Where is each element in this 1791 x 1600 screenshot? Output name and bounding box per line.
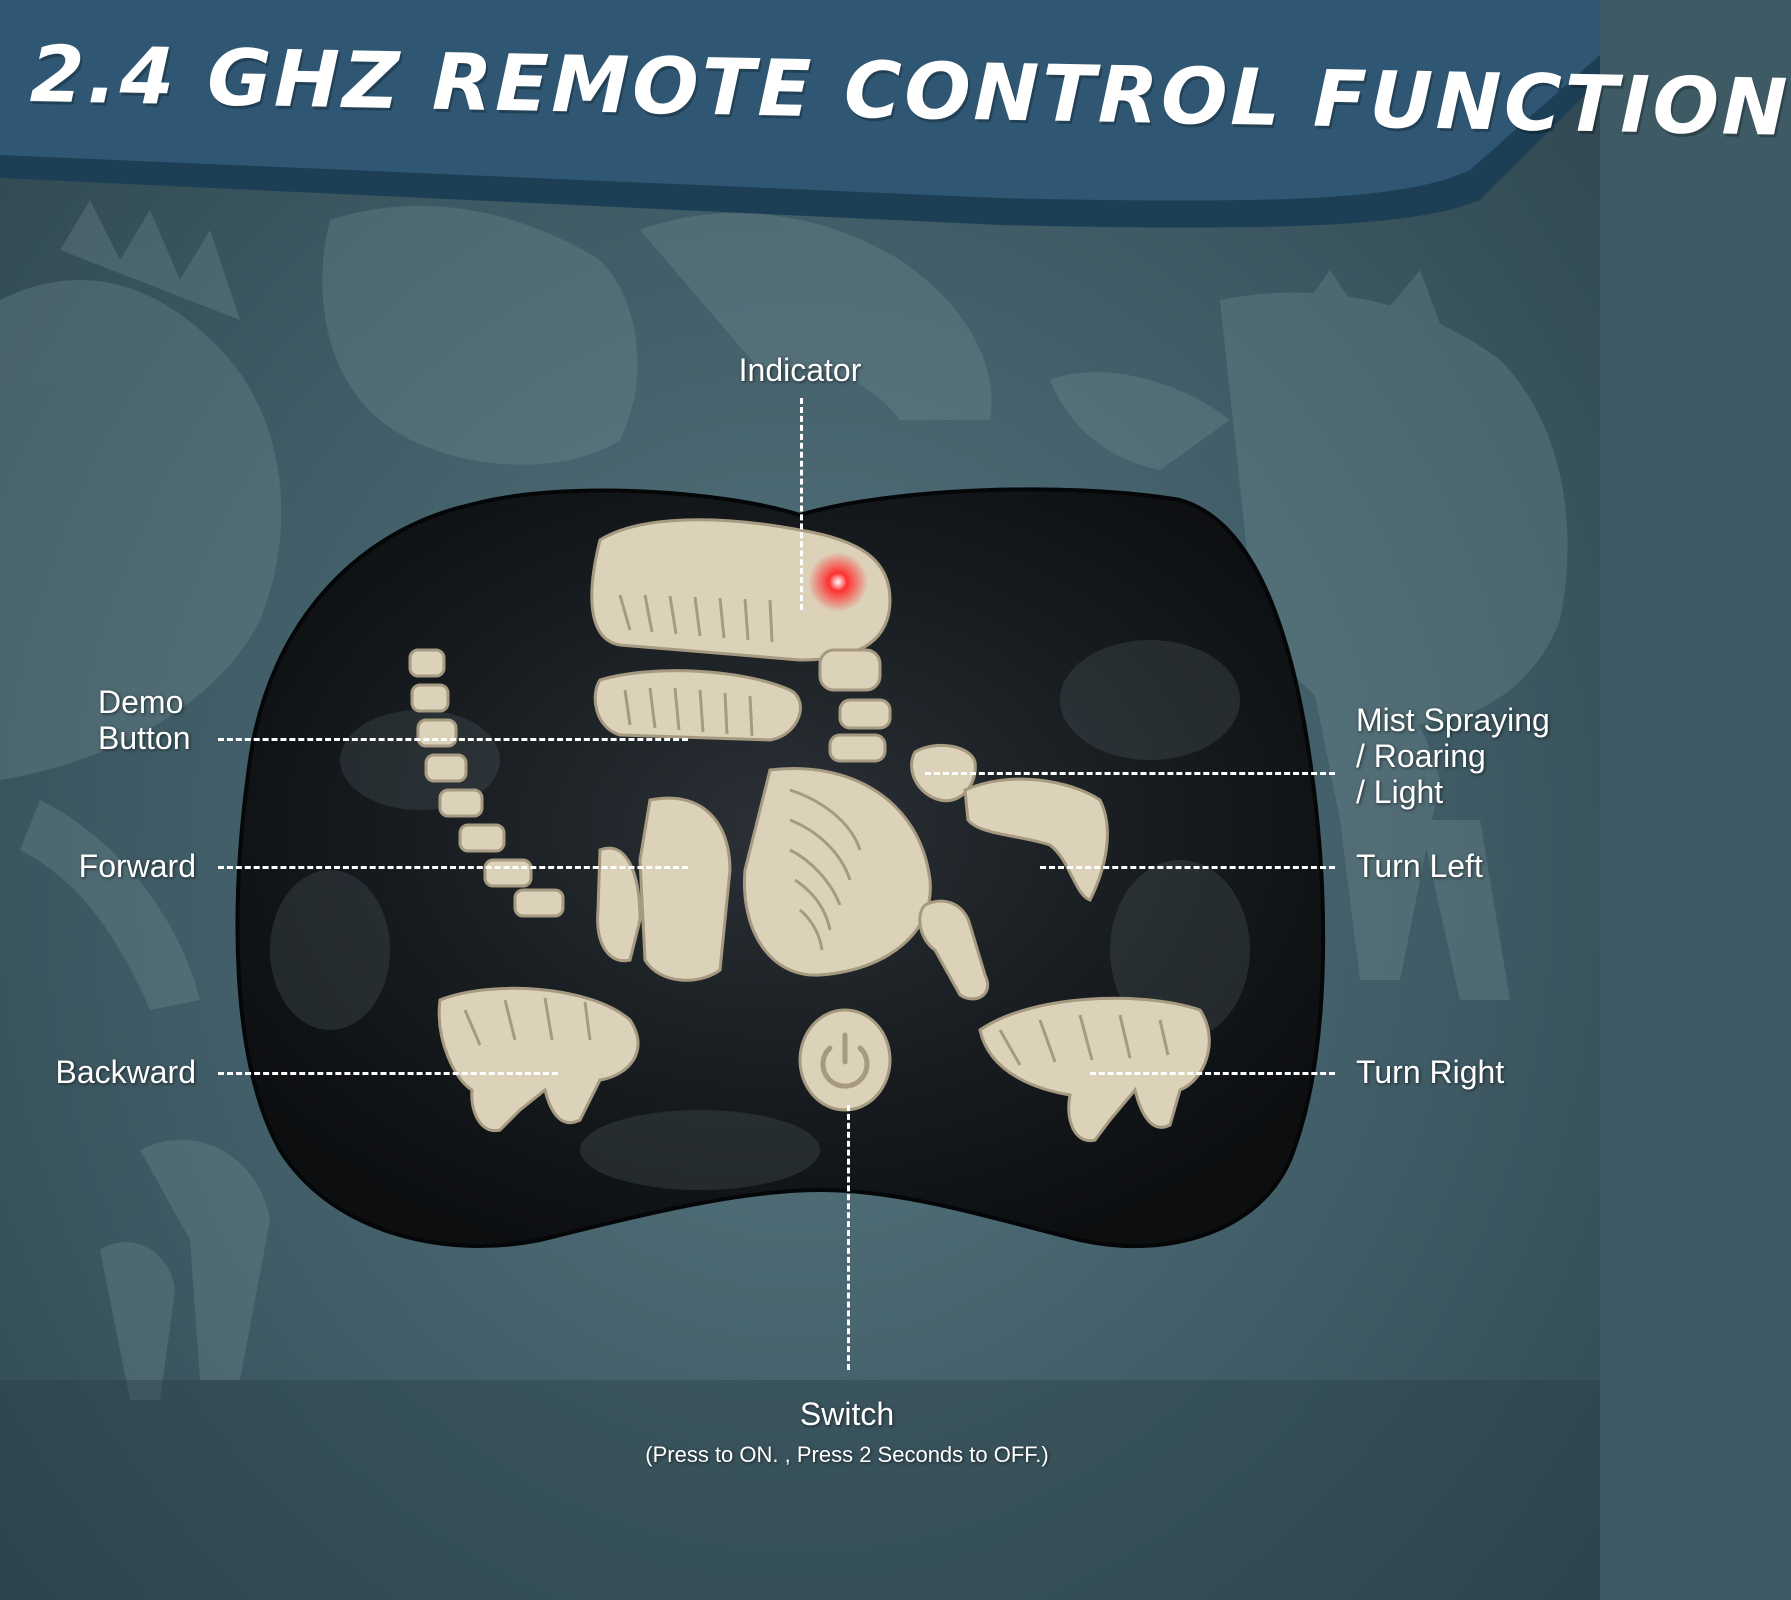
title-banner bbox=[0, 0, 1600, 228]
backward-line bbox=[218, 1072, 558, 1075]
indicator-line bbox=[800, 398, 803, 610]
power-switch-button[interactable] bbox=[800, 1010, 890, 1110]
turn-left-line bbox=[1040, 866, 1335, 869]
mist-label-line3: / Light bbox=[1356, 774, 1444, 810]
turn-right-label: Turn Right bbox=[1356, 1054, 1505, 1090]
forward-button[interactable] bbox=[590, 790, 740, 980]
switch-line bbox=[847, 1105, 850, 1370]
turn-right-line bbox=[1090, 1072, 1335, 1075]
demo-button-label-line1: Demo bbox=[98, 684, 184, 720]
indicator-light-icon bbox=[808, 552, 868, 612]
mist-label: Mist Spraying / Roaring / Light bbox=[1356, 702, 1550, 810]
mist-label-line2: / Roaring bbox=[1356, 738, 1486, 774]
backward-label: Backward bbox=[55, 1054, 197, 1090]
power-icon bbox=[820, 1032, 870, 1089]
mist-line bbox=[925, 772, 1335, 775]
turn-left-button[interactable] bbox=[960, 770, 1110, 905]
indicator-label: Indicator bbox=[738, 352, 862, 388]
forward-label: Forward bbox=[78, 848, 196, 884]
forward-line bbox=[218, 866, 688, 869]
backward-button[interactable] bbox=[435, 980, 635, 1130]
dinosaur-background bbox=[0, 200, 1600, 1600]
demo-button-line bbox=[218, 738, 688, 741]
demo-button[interactable] bbox=[590, 530, 890, 740]
demo-button-label-line2: Button bbox=[98, 720, 191, 756]
switch-note: (Press to ON. , Press 2 Seconds to OFF.) bbox=[645, 1442, 1049, 1467]
demo-button-label: Demo Button bbox=[98, 684, 191, 756]
turn-left-label: Turn Left bbox=[1356, 848, 1483, 884]
turn-right-button[interactable] bbox=[975, 990, 1205, 1145]
remote-control bbox=[235, 487, 1326, 1248]
mist-label-line1: Mist Spraying bbox=[1356, 702, 1550, 738]
switch-label: Switch bbox=[799, 1396, 895, 1432]
